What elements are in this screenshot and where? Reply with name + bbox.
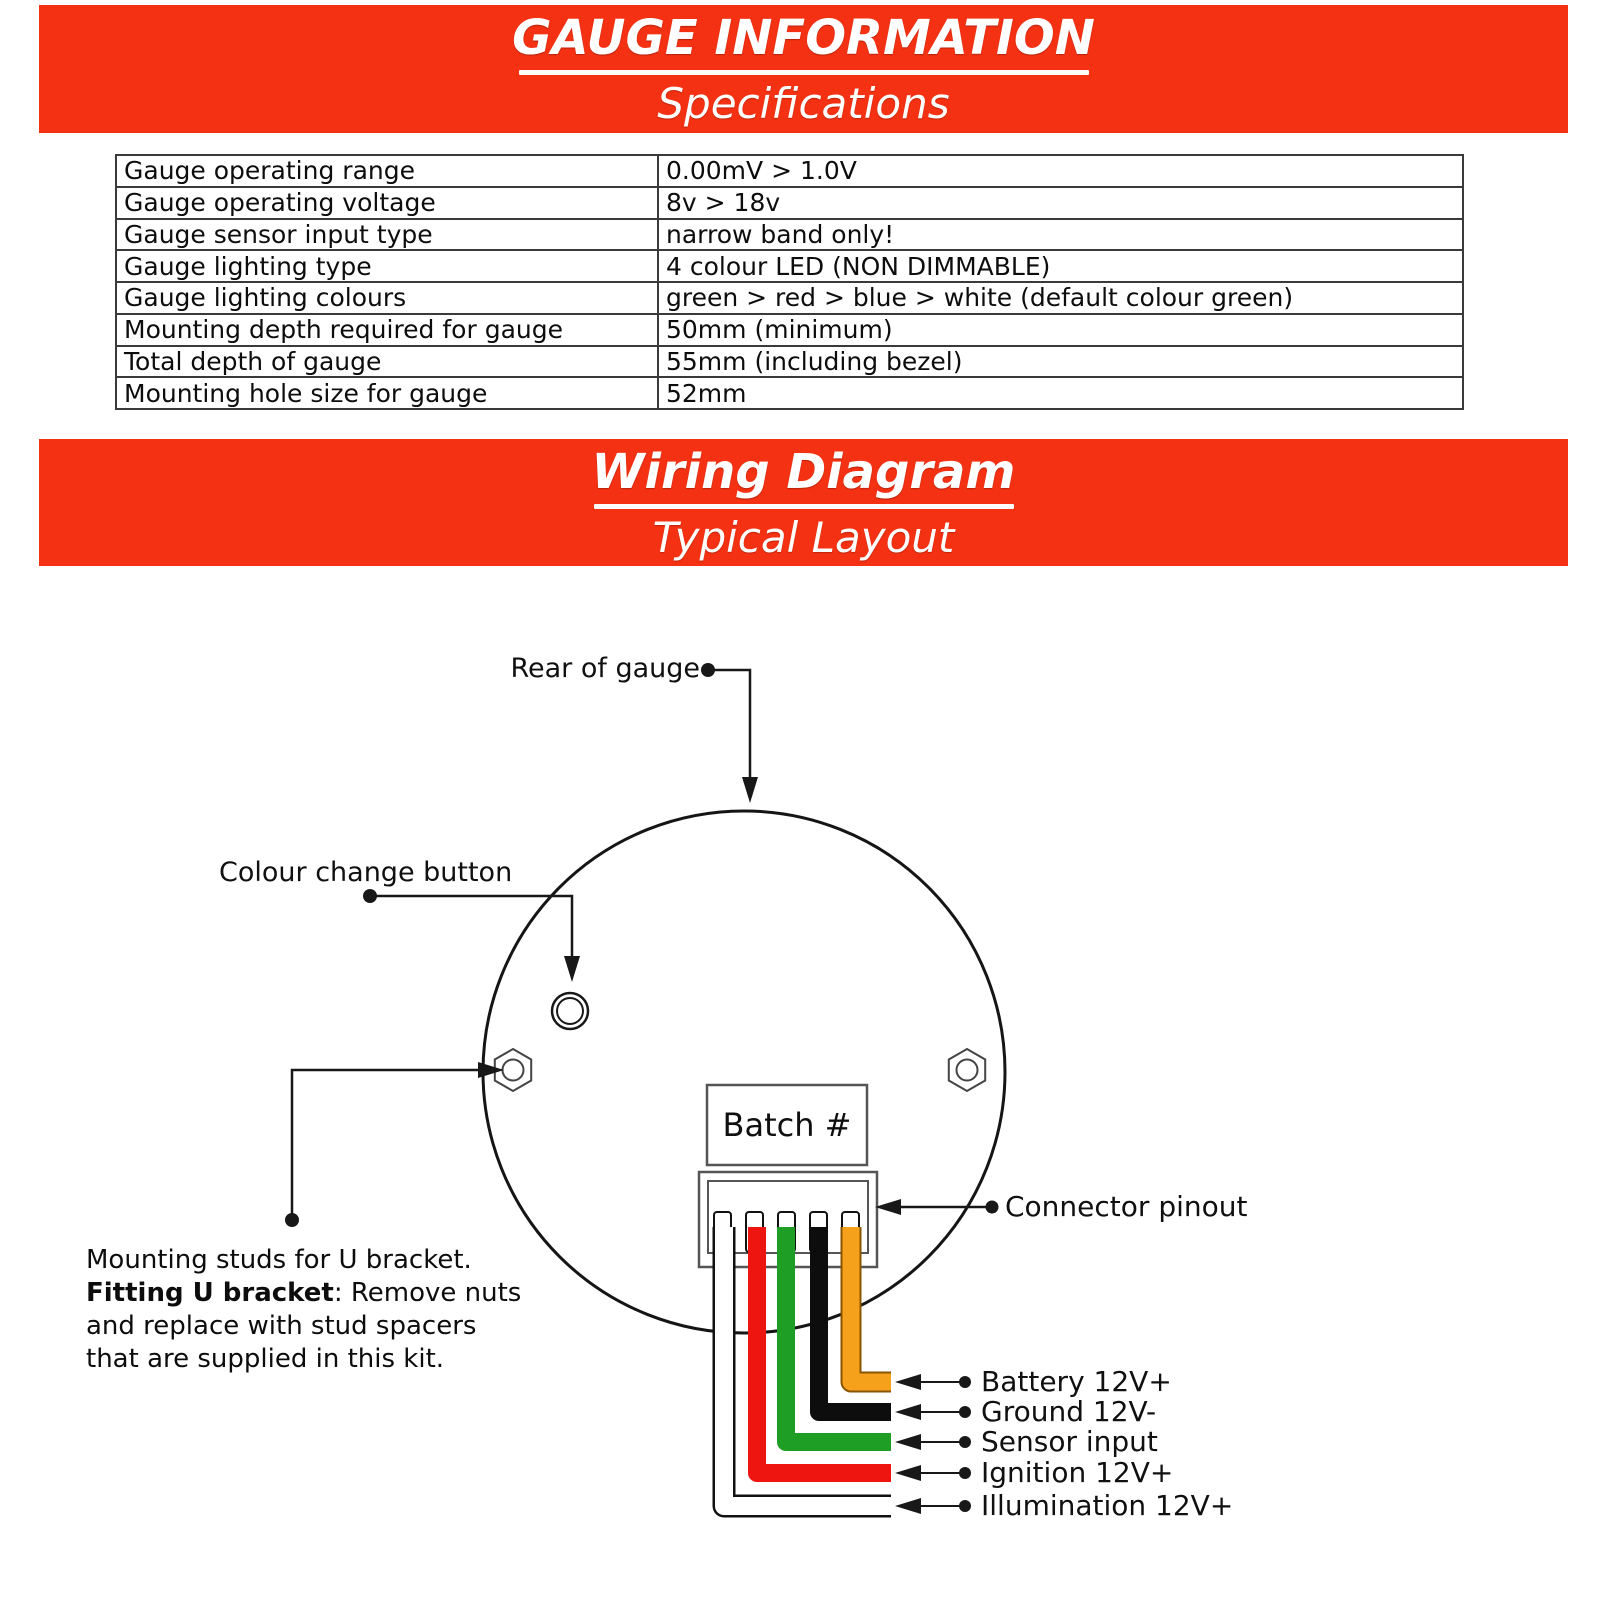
spec-label: Gauge lighting type <box>117 251 659 281</box>
spec-value: 8v > 18v <box>666 188 781 218</box>
wire-ground <box>810 1227 891 1421</box>
table-row: Mounting depth required for gauge 50mm (… <box>117 314 1462 347</box>
mounting-note-line1: Mounting studs for U bracket. <box>86 1245 472 1275</box>
banner1-title: GAUGE INFORMATION <box>512 10 1095 66</box>
wire-dot <box>959 1376 971 1388</box>
arrow-right-icon <box>478 1062 504 1078</box>
arrow-left-icon <box>895 1434 921 1450</box>
arrow-left-icon <box>895 1404 921 1420</box>
wire-battery <box>842 1227 891 1391</box>
rear-of-gauge-callout-line <box>708 668 752 777</box>
connector-pinout-label: Connector pinout <box>1005 1190 1248 1223</box>
banner1-subtitle: Specifications <box>657 79 950 128</box>
banner2-title: Wiring Diagram <box>591 443 1016 500</box>
wire-dot <box>959 1467 971 1479</box>
specifications-table: Gauge operating range 0.00mV > 1.0V Gaug… <box>115 154 1464 410</box>
table-row: Gauge lighting colours green > red > blu… <box>117 283 1462 315</box>
spec-value: 4 colour LED (NON DIMMABLE) <box>666 251 1051 281</box>
wire-dot <box>959 1406 971 1418</box>
pinout-dot <box>985 1200 999 1214</box>
arrow-left-icon <box>895 1374 921 1390</box>
banner2-subtitle: Typical Layout <box>652 512 955 562</box>
spec-label: Mounting depth required for gauge <box>117 314 659 345</box>
wire-dot <box>959 1436 971 1448</box>
spec-label: Gauge operating voltage <box>117 187 659 218</box>
wire-dot <box>959 1500 971 1512</box>
table-row: Gauge sensor input type narrow band only… <box>117 219 1462 252</box>
wire-ignition <box>748 1227 891 1482</box>
arrow-left-icon <box>895 1465 921 1481</box>
mounting-note-line4: that are supplied in this kit. <box>86 1344 445 1374</box>
spec-value: 50mm (minimum) <box>666 315 893 345</box>
table-row: Total depth of gauge 55mm (including bez… <box>117 346 1462 379</box>
spec-value: 52mm <box>666 378 747 408</box>
spec-label: Gauge lighting colours <box>117 283 659 313</box>
colour-change-callout-line <box>370 894 574 956</box>
wire-sensor <box>777 1227 891 1451</box>
banner2-underline <box>593 503 1014 509</box>
spec-label: Gauge operating range <box>117 156 659 186</box>
mounting-stud-left-hole <box>501 1058 525 1082</box>
rear-of-gauge-label: Rear of gauge <box>510 653 700 684</box>
spec-label: Gauge sensor input type <box>117 219 659 250</box>
mounting-note-line2: Fitting U bracket: Remove nuts <box>86 1277 521 1310</box>
table-row: Mounting hole size for gauge 52mm <box>117 378 1462 408</box>
banner1-underline <box>518 70 1089 75</box>
mounting-note-line2-rest: : Remove nuts <box>333 1278 522 1308</box>
mounting-note-bold: Fitting U bracket <box>86 1278 334 1308</box>
spec-value: 0.00mV > 1.0V <box>666 156 857 186</box>
batch-box <box>705 1083 869 1167</box>
wire-label-ground: Ground 12V- <box>981 1395 1157 1428</box>
arrow-down-icon <box>564 956 580 982</box>
spec-label: Total depth of gauge <box>117 346 659 377</box>
gauge-information-banner: GAUGE INFORMATION Specifications <box>39 5 1568 133</box>
wire-illumination <box>715 1227 891 1515</box>
table-row: Gauge operating range 0.00mV > 1.0V <box>117 156 1462 188</box>
spec-label: Mounting hole size for gauge <box>117 378 659 408</box>
mounting-note-line3: and replace with stud spacers <box>86 1311 477 1341</box>
wire-label-illumination: Illumination 12V+ <box>981 1489 1234 1522</box>
colour-change-button-inner <box>556 997 584 1025</box>
mounting-note: Mounting studs for U bracket. Fitting U … <box>86 1244 521 1376</box>
wire-label-sensor: Sensor input <box>981 1425 1158 1458</box>
table-row: Gauge lighting type 4 colour LED (NON DI… <box>117 251 1462 283</box>
table-row: Gauge operating voltage 8v > 18v <box>117 187 1462 220</box>
arrow-down-icon <box>742 777 758 803</box>
spec-value: green > red > blue > white (default colo… <box>666 283 1294 313</box>
spec-value: 55mm (including bezel) <box>666 346 963 376</box>
spec-value: narrow band only! <box>666 219 895 249</box>
colour-change-button-label: Colour change button <box>219 857 513 888</box>
wire-label-ignition: Ignition 12V+ <box>981 1456 1174 1489</box>
mounting-callout-line <box>290 1068 478 1220</box>
arrow-left-icon <box>895 1498 921 1514</box>
batch-number-label: Batch # <box>722 1106 852 1144</box>
arrow-left-icon <box>875 1199 901 1215</box>
wiring-diagram-banner: Wiring Diagram Typical Layout <box>39 439 1568 566</box>
wire-label-battery: Battery 12V+ <box>981 1365 1172 1398</box>
mounting-stud-right-hole <box>955 1058 979 1082</box>
